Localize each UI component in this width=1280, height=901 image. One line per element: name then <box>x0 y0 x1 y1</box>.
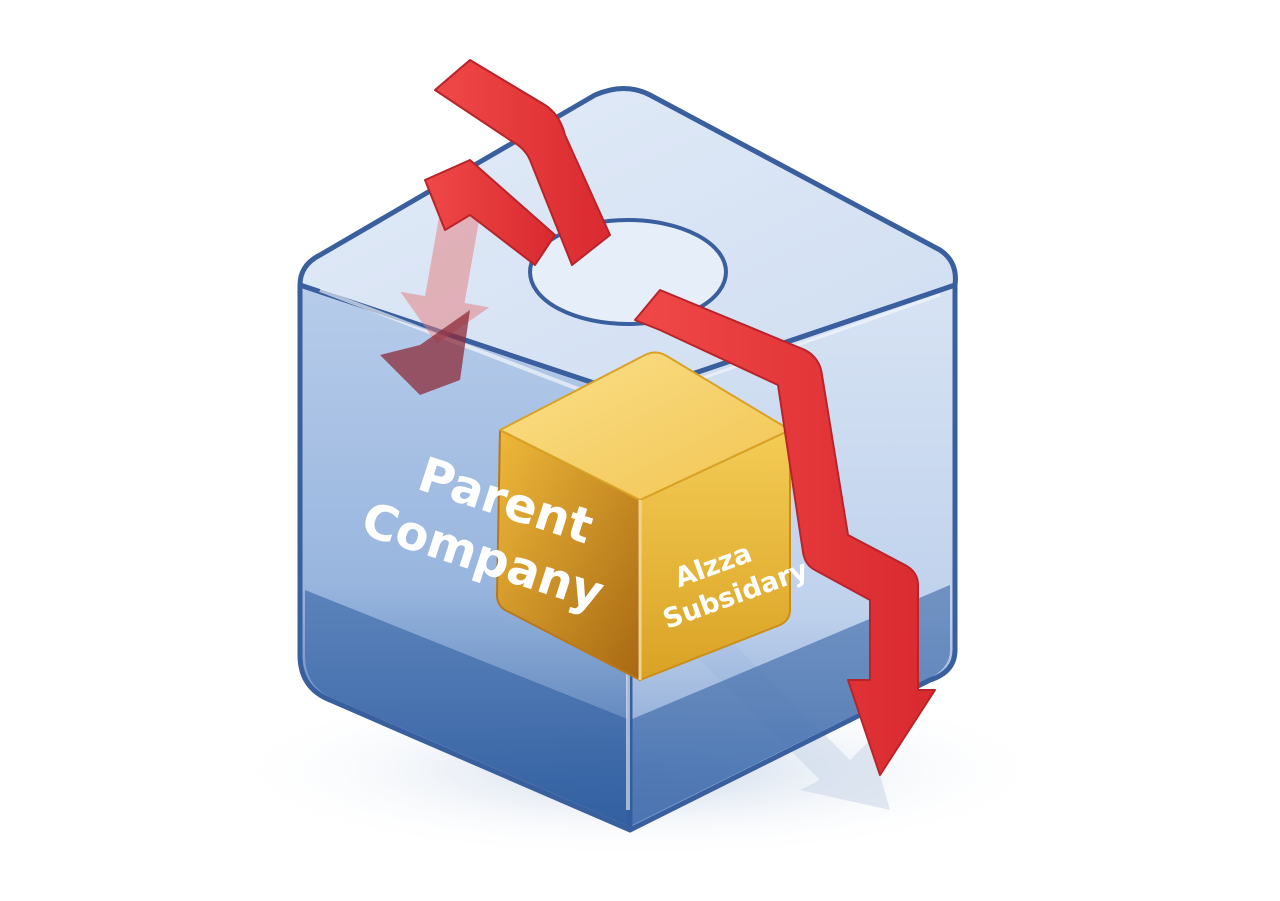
arrow-bend-left <box>424 159 556 266</box>
subsidiary-top-face <box>499 351 791 501</box>
subsidiary-left-face <box>496 429 641 681</box>
glass-highlight-1 <box>319 288 621 407</box>
subsidiary-right-face <box>639 429 791 681</box>
arrow-entering-top <box>434 59 611 266</box>
faint-arrow-left <box>400 202 490 344</box>
arrow-tip-left-inside <box>380 310 470 395</box>
subsidiary-cube <box>496 351 791 681</box>
arrow-exiting-right <box>634 289 936 776</box>
